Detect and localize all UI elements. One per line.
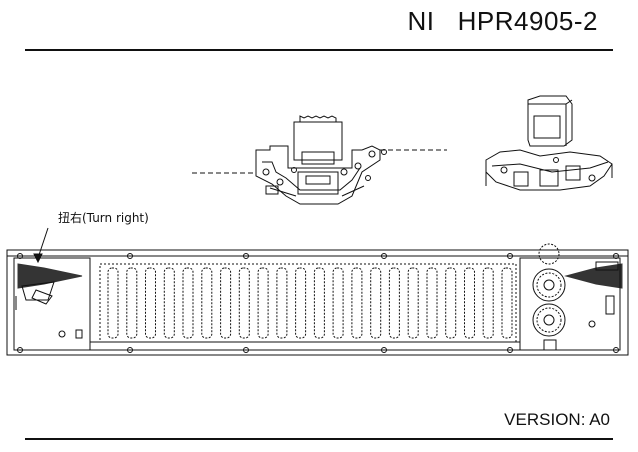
mechanism-side-view — [192, 115, 447, 205]
tray-slot — [238, 267, 250, 339]
tray-slot — [295, 267, 307, 339]
tray-top-view — [6, 243, 629, 356]
version-label: VERSION: A0 — [504, 410, 610, 429]
tray-slot — [220, 267, 232, 339]
tray-slot — [201, 267, 213, 339]
mechanism-3d-view — [485, 95, 613, 191]
tray-slot — [482, 267, 494, 339]
tray-slot — [107, 267, 119, 339]
tray-slot — [388, 267, 400, 339]
top-divider — [25, 49, 613, 51]
tray-slot — [276, 267, 288, 339]
tray-slot — [464, 267, 475, 339]
tray-slot — [332, 267, 344, 339]
document-title: NI HPR4905-2 — [407, 6, 598, 36]
tray-slots — [107, 267, 513, 339]
mounting-holes — [17, 253, 619, 353]
tray-slot — [370, 267, 382, 339]
tray-slot — [126, 267, 138, 339]
bottom-divider — [25, 438, 613, 440]
tray-slot — [445, 267, 457, 339]
turn-right-annotation: 扭右(Turn right) — [58, 211, 149, 225]
tray-slot — [182, 267, 194, 339]
turn-right-arrow — [33, 227, 49, 264]
tray-slot — [501, 267, 513, 339]
tray-slot — [145, 267, 156, 339]
tray-slot — [163, 267, 175, 339]
tray-slot — [407, 267, 419, 339]
tray-slot — [313, 267, 325, 339]
tray-slot — [257, 267, 269, 339]
tray-slot — [426, 267, 438, 339]
tray-slot — [351, 267, 363, 339]
